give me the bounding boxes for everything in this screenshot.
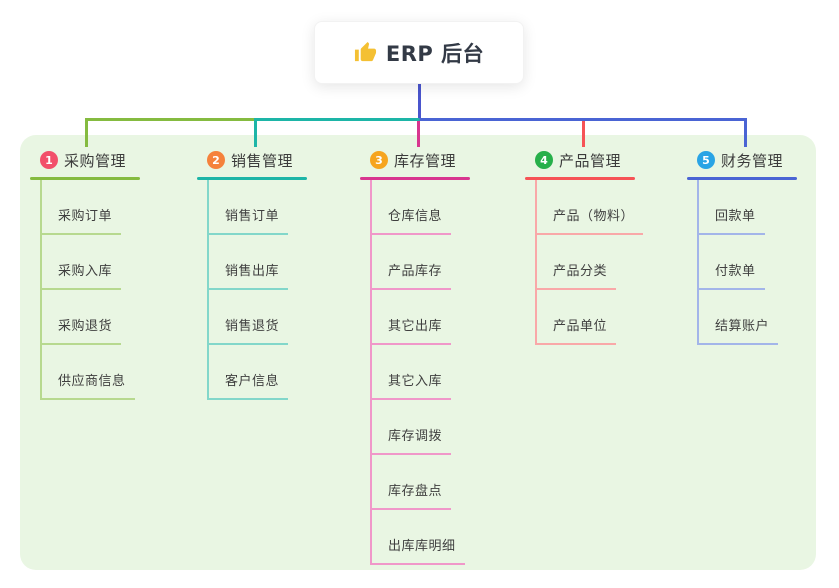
- branch-header[interactable]: 2 销售管理: [197, 149, 362, 171]
- child-node[interactable]: 产品（物料）: [525, 180, 690, 235]
- child-node[interactable]: 付款单: [687, 235, 839, 290]
- branch-underline: [360, 177, 470, 180]
- mindmap-background-panel: [20, 135, 816, 570]
- child-node[interactable]: 产品分类: [525, 235, 690, 290]
- child-node[interactable]: 产品库存: [360, 235, 525, 290]
- child-node-label: 付款单: [697, 260, 765, 290]
- branch-number-badge: 5: [697, 151, 715, 169]
- child-node[interactable]: 出库库明细: [360, 510, 525, 565]
- branch-children: 仓库信息产品库存其它出库其它入库库存调拨库存盘点出库库明细: [360, 180, 525, 565]
- child-node[interactable]: 产品单位: [525, 290, 690, 345]
- branch-header[interactable]: 1 采购管理: [30, 149, 195, 171]
- branch-children: 销售订单销售出库销售退货客户信息: [197, 180, 362, 400]
- branch-label: 产品管理: [559, 151, 622, 170]
- branch-node: 1 采购管理 采购订单采购入库采购退货供应商信息: [30, 149, 195, 400]
- child-node[interactable]: 库存调拨: [360, 400, 525, 455]
- child-node-label: 采购入库: [40, 260, 122, 290]
- branch-underline: [30, 177, 140, 180]
- child-node[interactable]: 结算账户: [687, 290, 839, 345]
- child-node[interactable]: 采购订单: [30, 180, 195, 235]
- branch-label: 销售管理: [231, 151, 294, 170]
- branch-child-connector-line: [370, 180, 372, 565]
- branch-number-badge: 1: [40, 151, 58, 169]
- branch-children: 采购订单采购入库采购退货供应商信息: [30, 180, 195, 400]
- child-node[interactable]: 仓库信息: [360, 180, 525, 235]
- root-node[interactable]: ERP 后台: [314, 21, 524, 84]
- child-node[interactable]: 销售出库: [197, 235, 362, 290]
- child-node-label: 供应商信息: [40, 370, 135, 400]
- child-node-label: 采购退货: [40, 315, 122, 345]
- child-node-label: 产品分类: [535, 260, 617, 290]
- branch-header[interactable]: 4 产品管理: [525, 149, 690, 171]
- child-node-label: 产品单位: [535, 315, 617, 345]
- child-node-label: 采购订单: [40, 205, 122, 235]
- child-node[interactable]: 客户信息: [197, 345, 362, 400]
- child-node[interactable]: 其它入库: [360, 345, 525, 400]
- child-node-label: 仓库信息: [370, 205, 452, 235]
- child-node-label: 出库库明细: [370, 535, 465, 565]
- branch-number-badge: 4: [535, 151, 553, 169]
- branch-label: 采购管理: [64, 151, 127, 170]
- child-node-label: 其它入库: [370, 370, 452, 400]
- branch-children: 产品（物料） 产品分类产品单位: [525, 180, 690, 345]
- child-node[interactable]: 其它出库: [360, 290, 525, 345]
- child-node[interactable]: 销售订单: [197, 180, 362, 235]
- child-node-label: 产品库存: [370, 260, 452, 290]
- child-node[interactable]: 库存盘点: [360, 455, 525, 510]
- child-node-label: 其它出库: [370, 315, 452, 345]
- child-node[interactable]: 采购入库: [30, 235, 195, 290]
- branch-header[interactable]: 5 财务管理: [687, 149, 839, 171]
- branch-label: 财务管理: [721, 151, 784, 170]
- root-node-label: ERP 后台: [385, 41, 485, 66]
- branch-child-connector-line: [207, 180, 209, 400]
- branch-header[interactable]: 3 库存管理: [360, 149, 525, 171]
- branch-underline: [687, 177, 797, 180]
- branch-underline: [525, 177, 635, 180]
- branch-node: 5 财务管理 回款单付款单结算账户: [687, 149, 839, 345]
- branch-underline: [197, 177, 307, 180]
- child-node[interactable]: 销售退货: [197, 290, 362, 345]
- child-node-label: 回款单: [697, 205, 765, 235]
- child-node-label: 销售退货: [207, 315, 289, 345]
- branch-label: 库存管理: [394, 151, 457, 170]
- thumbs-up-icon: [354, 41, 376, 62]
- child-node-label: 产品（物料）: [535, 205, 644, 235]
- child-node-label: 销售订单: [207, 205, 289, 235]
- child-node-label: 客户信息: [207, 370, 289, 400]
- branch-node: 3 库存管理 仓库信息产品库存其它出库其它入库库存调拨库存盘点出库库明细: [360, 149, 525, 565]
- child-node[interactable]: 供应商信息: [30, 345, 195, 400]
- branch-child-connector-line: [697, 180, 699, 345]
- child-node-label: 销售出库: [207, 260, 289, 290]
- child-node-label: 结算账户: [697, 315, 779, 345]
- child-node[interactable]: 回款单: [687, 180, 839, 235]
- branch-number-badge: 3: [370, 151, 388, 169]
- branch-child-connector-line: [40, 180, 42, 400]
- child-node-label: 库存调拨: [370, 425, 452, 455]
- branch-node: 4 产品管理 产品（物料） 产品分类产品单位: [525, 149, 690, 345]
- branch-child-connector-line: [535, 180, 537, 345]
- branch-children: 回款单付款单结算账户: [687, 180, 839, 345]
- child-node[interactable]: 采购退货: [30, 290, 195, 345]
- branch-node: 2 销售管理 销售订单销售出库销售退货客户信息: [197, 149, 362, 400]
- branch-number-badge: 2: [207, 151, 225, 169]
- child-node-label: 库存盘点: [370, 480, 452, 510]
